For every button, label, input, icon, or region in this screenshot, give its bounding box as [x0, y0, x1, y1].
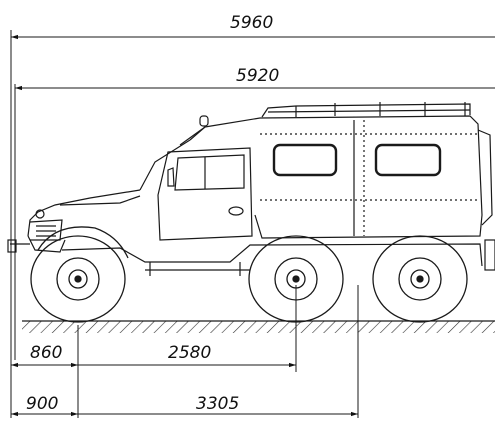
- dim-5920-label: 5920: [236, 66, 279, 86]
- dim-5960-label: 5960: [230, 13, 273, 33]
- dim-3305-label: 3305: [196, 394, 239, 414]
- dim-2580-label: 2580: [168, 343, 211, 363]
- front-wheel: [30, 226, 129, 323]
- ground: [22, 320, 495, 333]
- vehicle-body: [7, 102, 495, 276]
- rear-wheel: [372, 235, 468, 323]
- middle-wheel: [248, 235, 344, 323]
- dim-860-label: 860: [30, 343, 62, 363]
- dim-900-label: 900: [26, 394, 58, 414]
- dimension-lines: [10, 30, 495, 418]
